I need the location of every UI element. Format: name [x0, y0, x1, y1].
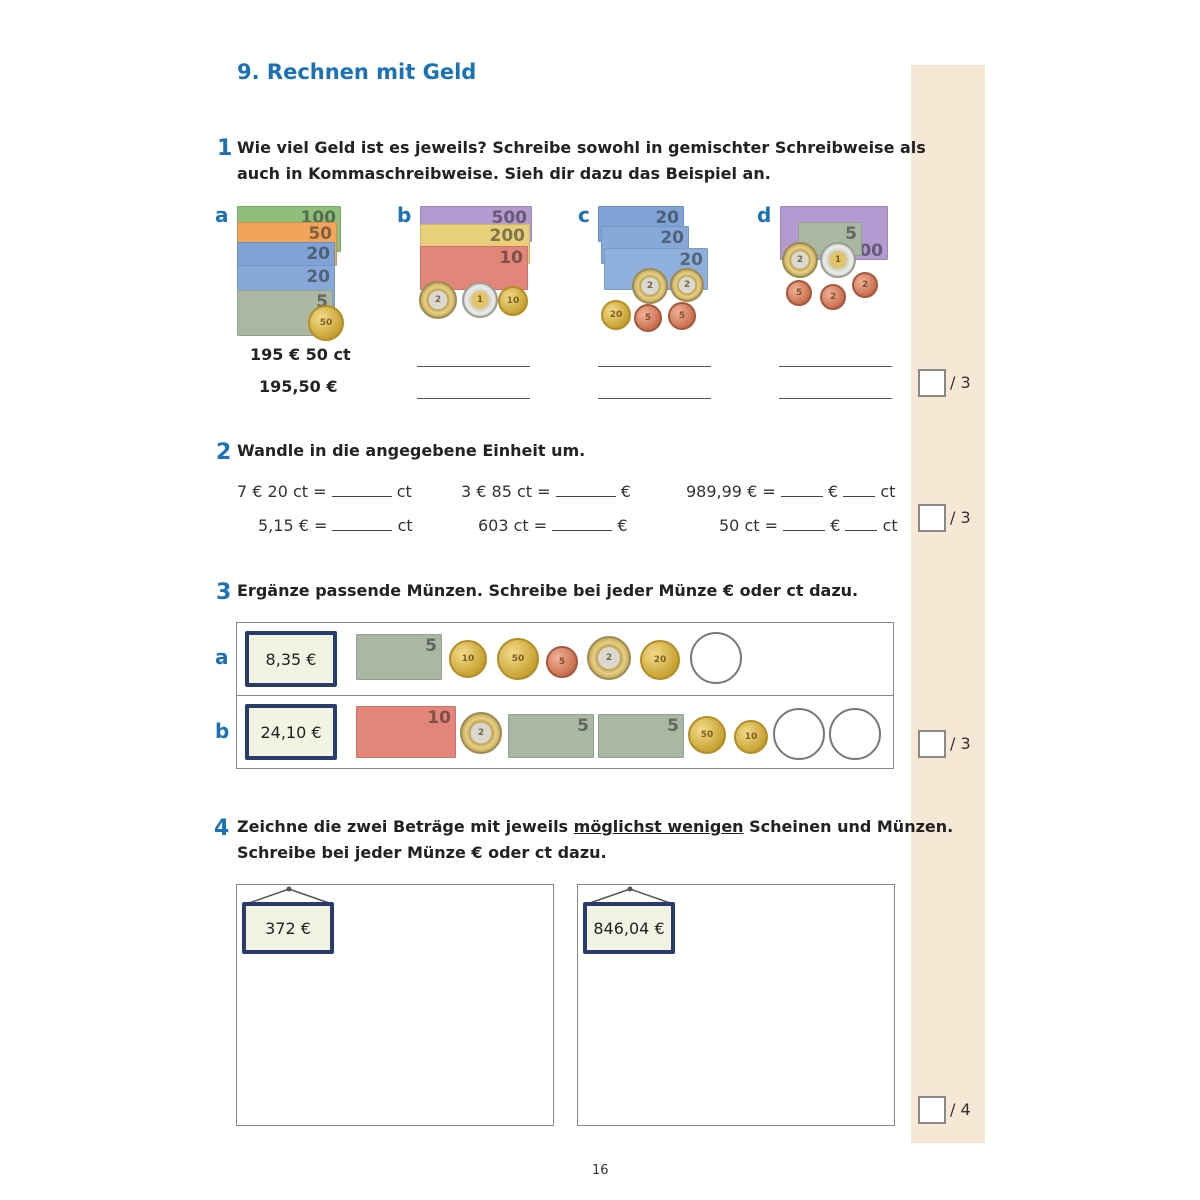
coin-5-cent-icon: 5	[786, 280, 812, 306]
coin-10-cent-icon: 10	[449, 640, 487, 678]
empty-coin-slot[interactable]	[690, 632, 742, 684]
page-title: 9. Rechnen mit Geld	[237, 60, 477, 84]
coin-5-cent-icon: 5	[668, 302, 696, 330]
blank-field[interactable]	[783, 516, 826, 531]
score-box-task3[interactable]	[918, 730, 946, 758]
task1-label-d: d	[757, 203, 772, 227]
coin-50-cent-icon: 50	[688, 716, 726, 754]
answer-line-c-comma[interactable]	[598, 398, 711, 399]
coin-50-cent-icon: 50	[308, 305, 344, 341]
task2-instruction: Wandle in die angegebene Einheit um.	[237, 441, 586, 460]
task1-number: 1	[217, 136, 233, 161]
sign-string-left	[248, 886, 330, 904]
task1-instruction-line1: Wie viel Geld ist es jeweils? Schreibe s…	[237, 138, 926, 157]
coin-5-cent-icon: 5	[546, 646, 578, 678]
task1-label-c: c	[578, 203, 590, 227]
task3-row-divider	[236, 695, 894, 696]
task1-label-a: a	[215, 203, 229, 227]
exercise-2-4: 5,15 € = ct	[258, 516, 413, 535]
task3-label-a: a	[215, 645, 229, 669]
banknote-10-icon: 10	[420, 246, 528, 290]
banknote-10-icon: 10	[356, 706, 456, 758]
page-number: 16	[592, 1163, 609, 1178]
score-box-task4[interactable]	[918, 1096, 946, 1124]
coin-2-euro-icon: 2	[670, 268, 704, 302]
coin-2-cent-icon: 2	[852, 272, 878, 298]
task3-instruction: Ergänze passende Münzen. Schreibe bei je…	[237, 581, 859, 600]
task1-label-b: b	[397, 203, 412, 227]
coin-20-cent-icon: 20	[640, 640, 680, 680]
empty-coin-slot[interactable]	[829, 708, 881, 760]
coin-1-euro-icon: 1	[820, 242, 856, 278]
blank-field[interactable]	[845, 516, 878, 531]
blank-field[interactable]	[332, 516, 393, 531]
blank-field[interactable]	[780, 482, 823, 497]
score-max-task4: / 4	[950, 1100, 971, 1119]
task3-number: 3	[216, 580, 232, 605]
answer-line-b-comma[interactable]	[417, 398, 530, 399]
answer-line-d-comma[interactable]	[779, 398, 892, 399]
blank-field[interactable]	[843, 482, 876, 497]
emphasis-underlined: möglichst wenigen	[573, 817, 744, 836]
answer-line-c-mixed[interactable]	[598, 366, 711, 367]
banknote-5-icon: 5	[598, 714, 684, 758]
answer-line-d-mixed[interactable]	[779, 366, 892, 367]
task4-instruction: Zeichne die zwei Beträge mit jeweils mög…	[237, 817, 954, 862]
exercise-2-5: 603 ct = €	[478, 516, 628, 535]
coin-5-cent-icon: 5	[634, 304, 662, 332]
banknote-5-icon: 5	[356, 634, 442, 680]
coin-2-euro-icon: 2	[460, 712, 502, 754]
task4-number: 4	[214, 816, 230, 841]
score-max-task1: / 3	[950, 373, 971, 392]
task2-number: 2	[216, 440, 232, 465]
blank-field[interactable]	[555, 482, 616, 497]
coin-2-euro-icon: 2	[587, 636, 631, 680]
example-comma-notation: 195,50 €	[259, 377, 338, 396]
task1-instruction: Wie viel Geld ist es jeweils? Schreibe s…	[237, 135, 926, 187]
banknote-5-icon: 5	[508, 714, 594, 758]
example-mixed-notation: 195 € 50 ct	[250, 345, 351, 364]
blank-field[interactable]	[331, 482, 392, 497]
coin-2-cent-icon: 2	[820, 284, 846, 310]
amount-sign-a: 8,35 €	[245, 631, 337, 687]
answer-line-b-mixed[interactable]	[417, 366, 530, 367]
amount-sign-left: 372 €	[242, 902, 334, 954]
coin-2-euro-icon: 2	[782, 242, 818, 278]
exercise-2-1: 7 € 20 ct = ct	[237, 482, 412, 501]
coin-1-euro-icon: 1	[462, 282, 498, 318]
coin-2-euro-icon: 2	[419, 281, 457, 319]
amount-sign-b: 24,10 €	[245, 704, 337, 760]
sign-string-right	[589, 886, 671, 904]
blank-field[interactable]	[552, 516, 613, 531]
coin-10-cent-icon: 10	[734, 720, 768, 754]
score-max-task3: / 3	[950, 734, 971, 753]
coin-10-cent-icon: 10	[498, 286, 528, 316]
coin-50-cent-icon: 50	[497, 638, 539, 680]
exercise-2-2: 3 € 85 ct = €	[461, 482, 631, 501]
score-box-task2[interactable]	[918, 504, 946, 532]
score-sidebar	[911, 65, 985, 1143]
empty-coin-slot[interactable]	[773, 708, 825, 760]
task1-instruction-line2: auch in Kommaschreibweise. Sieh dir dazu…	[237, 164, 771, 183]
coin-20-cent-icon: 20	[601, 300, 631, 330]
exercise-2-6: 50 ct = € ct	[719, 516, 898, 535]
coin-2-euro-icon: 2	[632, 268, 668, 304]
amount-sign-right: 846,04 €	[583, 902, 675, 954]
score-box-task1[interactable]	[918, 369, 946, 397]
task3-label-b: b	[215, 719, 230, 743]
exercise-2-3: 989,99 € = € ct	[686, 482, 896, 501]
score-max-task2: / 3	[950, 508, 971, 527]
